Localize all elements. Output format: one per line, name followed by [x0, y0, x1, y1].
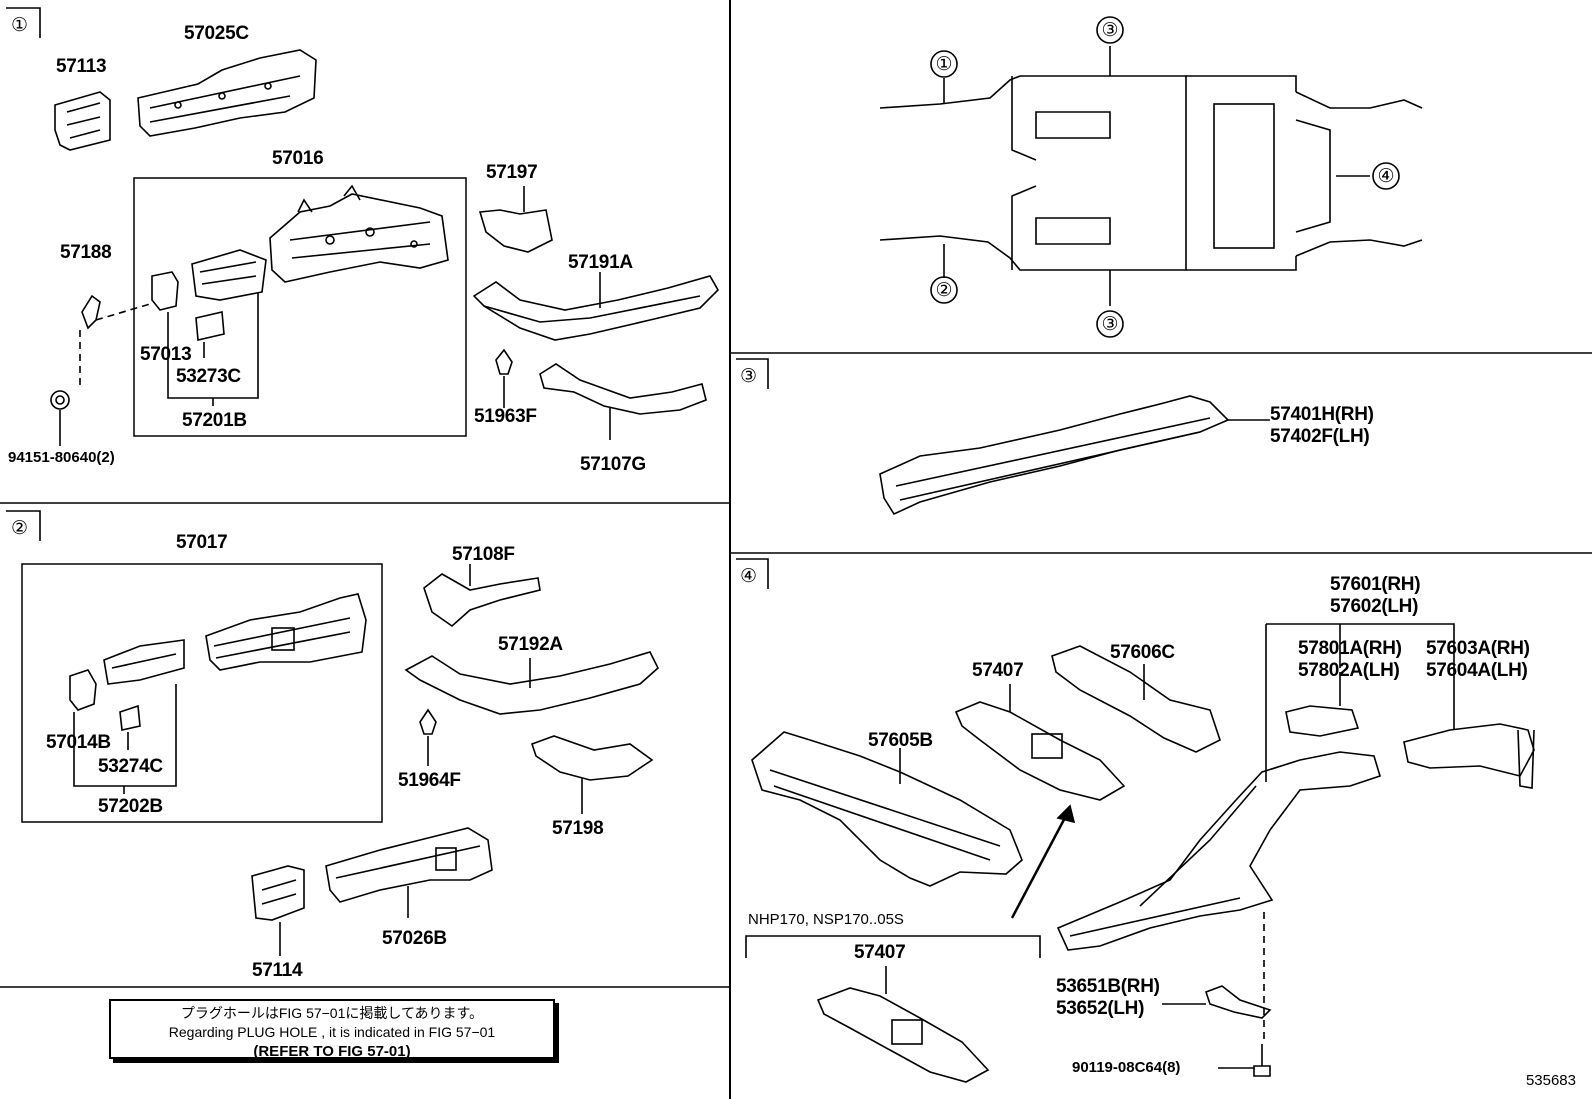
part-57407-top[interactable]: 57407 [972, 660, 1024, 681]
part-53274C[interactable]: 53274C [98, 756, 164, 777]
part-57191A[interactable]: 57191A [568, 252, 634, 273]
part-57802A-lh[interactable]: 57802A(LH) [1298, 660, 1400, 681]
overview-callout-3-top: ③ [1101, 20, 1118, 41]
part-57107G[interactable]: 57107G [580, 454, 646, 475]
part-53651B-rh[interactable]: 53651B(RH) [1056, 976, 1160, 997]
part-57026B[interactable]: 57026B [382, 928, 447, 949]
part-57017[interactable]: 57017 [176, 532, 228, 553]
section-1-badge: ① [11, 15, 28, 36]
part-57604A-lh[interactable]: 57604A(LH) [1426, 660, 1528, 681]
part-57801A-rh[interactable]: 57801A(RH) [1298, 638, 1402, 659]
part-57198[interactable]: 57198 [552, 818, 604, 839]
part-57014B[interactable]: 57014B [46, 732, 111, 753]
plug-hole-note: プラグホールはFIG 57−01に掲載してあります。 Regarding PLU… [109, 999, 555, 1060]
part-57192A[interactable]: 57192A [498, 634, 564, 655]
overview-callout-1: ① [935, 54, 952, 75]
part-57202B[interactable]: 57202B [98, 796, 163, 817]
overview-callout-4: ④ [1377, 166, 1394, 187]
part-57016[interactable]: 57016 [272, 148, 324, 169]
part-57606C[interactable]: 57606C [1110, 642, 1176, 663]
part-90119-08C64[interactable]: 90119-08C64(8) [1072, 1059, 1180, 1076]
part-57013[interactable]: 57013 [140, 344, 192, 365]
note-reference[interactable]: (REFER TO FIG 57-01) [253, 1043, 411, 1060]
overview-callout-2: ② [935, 280, 952, 301]
note-english: Regarding PLUG HOLE , it is indicated in… [168, 1024, 496, 1040]
part-57603A-rh[interactable]: 57603A(RH) [1426, 638, 1530, 659]
part-53652-lh[interactable]: 53652(LH) [1056, 998, 1144, 1019]
part-51963F[interactable]: 51963F [474, 406, 537, 427]
section-3-badge: ③ [740, 366, 757, 387]
part-57407-bottom[interactable]: 57407 [854, 942, 906, 963]
part-57113[interactable]: 57113 [56, 56, 107, 77]
section-4-badge: ④ [740, 566, 757, 587]
part-57605B[interactable]: 57605B [868, 730, 933, 751]
variant-note: NHP170, NSP170..05S [748, 911, 904, 928]
part-57601-rh[interactable]: 57601(RH) [1330, 574, 1421, 595]
part-94151-80640[interactable]: 94151-80640(2) [8, 449, 115, 466]
part-57402F-lh[interactable]: 57402F(LH) [1270, 426, 1370, 447]
part-57114[interactable]: 57114 [252, 960, 303, 981]
overview-callout-3-bottom: ③ [1101, 314, 1118, 335]
part-57108F[interactable]: 57108F [452, 544, 515, 565]
part-57602-lh[interactable]: 57602(LH) [1330, 596, 1418, 617]
part-57197[interactable]: 57197 [486, 162, 538, 183]
part-57025C[interactable]: 57025C [184, 23, 250, 44]
part-53273C[interactable]: 53273C [176, 366, 242, 387]
part-57188[interactable]: 57188 [60, 242, 112, 263]
figure-id: 535683 [1525, 1072, 1576, 1089]
part-57201B[interactable]: 57201B [182, 410, 247, 431]
part-57401H-rh[interactable]: 57401H(RH) [1270, 404, 1374, 425]
note-japanese: プラグホールはFIG 57−01に掲載してあります。 [180, 1005, 484, 1021]
part-51964F[interactable]: 51964F [398, 770, 461, 791]
section-2-badge: ② [11, 518, 28, 539]
